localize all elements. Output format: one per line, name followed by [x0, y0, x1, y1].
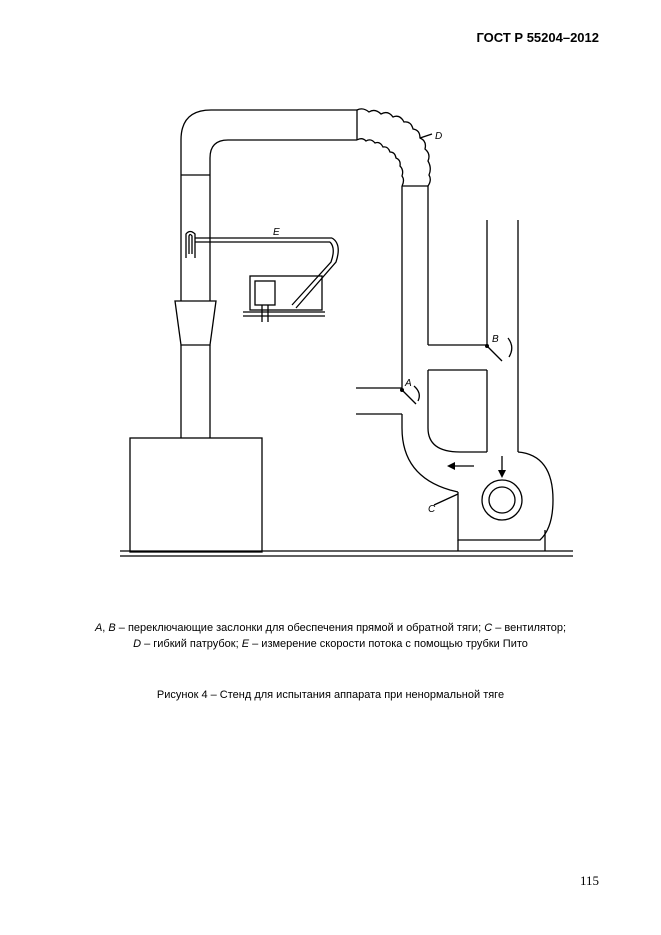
- legend-text-dampers: – переключающие заслонки для обеспечения…: [115, 622, 485, 634]
- test-stand-diagram: D A B: [120, 108, 573, 557]
- leader-c: [433, 493, 459, 506]
- flexible-hose-d: [356, 108, 433, 187]
- legend-key-c: C: [484, 622, 493, 634]
- label-d: D: [435, 131, 442, 142]
- label-a: A: [404, 378, 412, 389]
- label-e: E: [273, 227, 280, 238]
- fan-c: [447, 451, 554, 551]
- legend-text-fan: – вентилятор;: [492, 622, 567, 634]
- legend-key-a: A: [94, 622, 103, 634]
- appliance-box: [129, 437, 263, 553]
- legend-key-d: D: [133, 638, 142, 650]
- legend-sep: ,: [102, 622, 109, 634]
- damper-a: [400, 385, 420, 405]
- manometer: [243, 275, 325, 322]
- label-b: B: [492, 334, 499, 345]
- page-number: 115: [579, 873, 599, 888]
- legend-line-1: A, B – переключающие заслонки для обеспе…: [60, 620, 601, 636]
- document-header: ГОСТ Р 55204–2012: [476, 30, 599, 45]
- right-duct: [356, 186, 519, 493]
- label-c: C: [428, 504, 436, 515]
- pitot-tube-e: [185, 230, 339, 309]
- legend-text-hose: – гибкий патрубок;: [141, 638, 242, 650]
- legend-text-pitot: – измерение скорости потока с помощью тр…: [249, 638, 528, 650]
- figure-legend: A, B – переключающие заслонки для обеспе…: [60, 620, 601, 652]
- legend-line-2: D – гибкий патрубок; E – измерение скоро…: [60, 636, 601, 652]
- damper-b: [485, 337, 513, 362]
- figure-caption: Рисунок 4 – Стенд для испытания аппарата…: [156, 689, 505, 701]
- left-flue-pipe: [174, 109, 358, 438]
- legend-key-b: B: [108, 622, 116, 634]
- legend-key-e: E: [241, 638, 250, 650]
